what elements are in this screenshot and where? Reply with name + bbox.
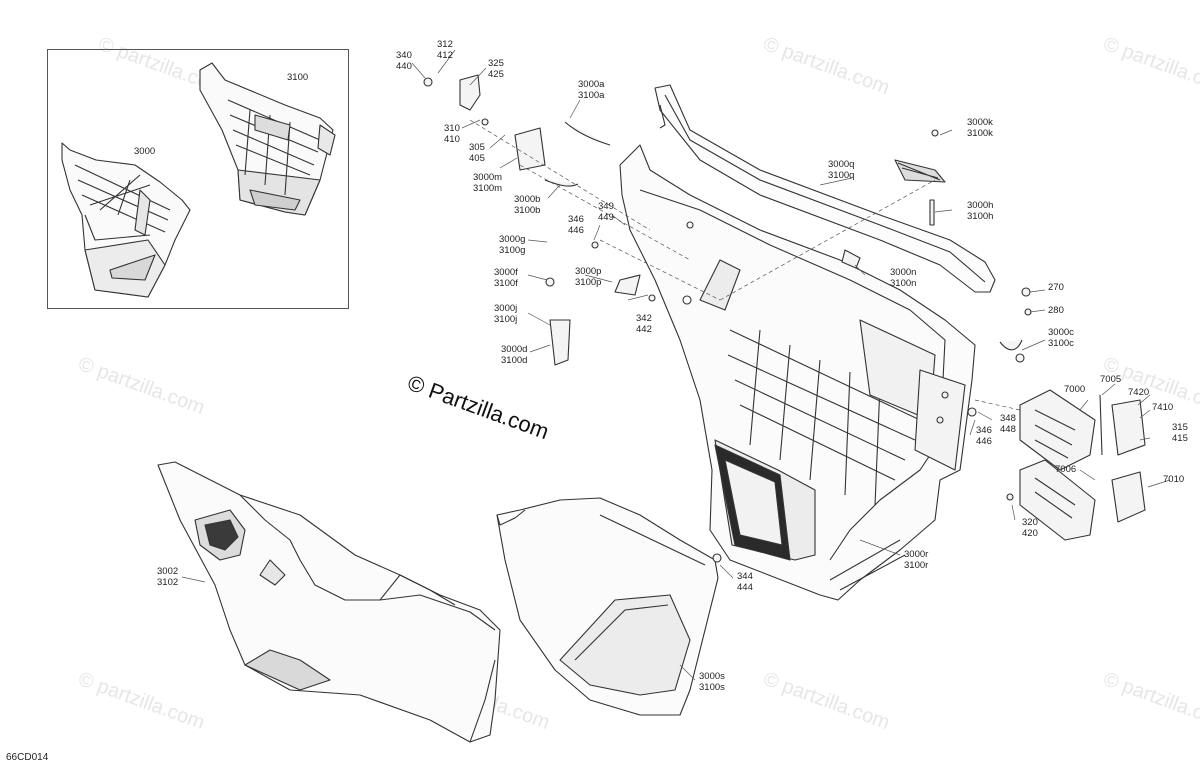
inset-label-3100: 3100: [287, 72, 309, 83]
diagram-code: 66CD014: [6, 752, 49, 763]
leader-lines: [181, 49, 1171, 681]
callout-7420: 7420: [1128, 387, 1150, 398]
assembly-lines: [469, 119, 1021, 411]
callout-7005: 7005: [1100, 374, 1122, 385]
inset-door-3000: [61, 142, 191, 298]
callout-7010: 7010: [1163, 474, 1185, 485]
door-panel-3002: [157, 461, 501, 743]
door-frame-3000r: [619, 144, 976, 601]
hinge-parts: [423, 74, 1146, 563]
inset-label-3000: 3000: [134, 146, 156, 157]
callout-270: 270: [1048, 282, 1064, 293]
callout-7006: 7006: [1055, 464, 1077, 475]
callout-7000: 7000: [1064, 384, 1086, 395]
top-rail-3000q: [654, 84, 996, 293]
callout-280: 280: [1048, 305, 1064, 316]
inset-box: [47, 49, 349, 309]
inner-liner-3000s: [496, 497, 719, 716]
callout-7410: 7410: [1152, 402, 1174, 413]
inset-door-3100: [199, 62, 336, 216]
